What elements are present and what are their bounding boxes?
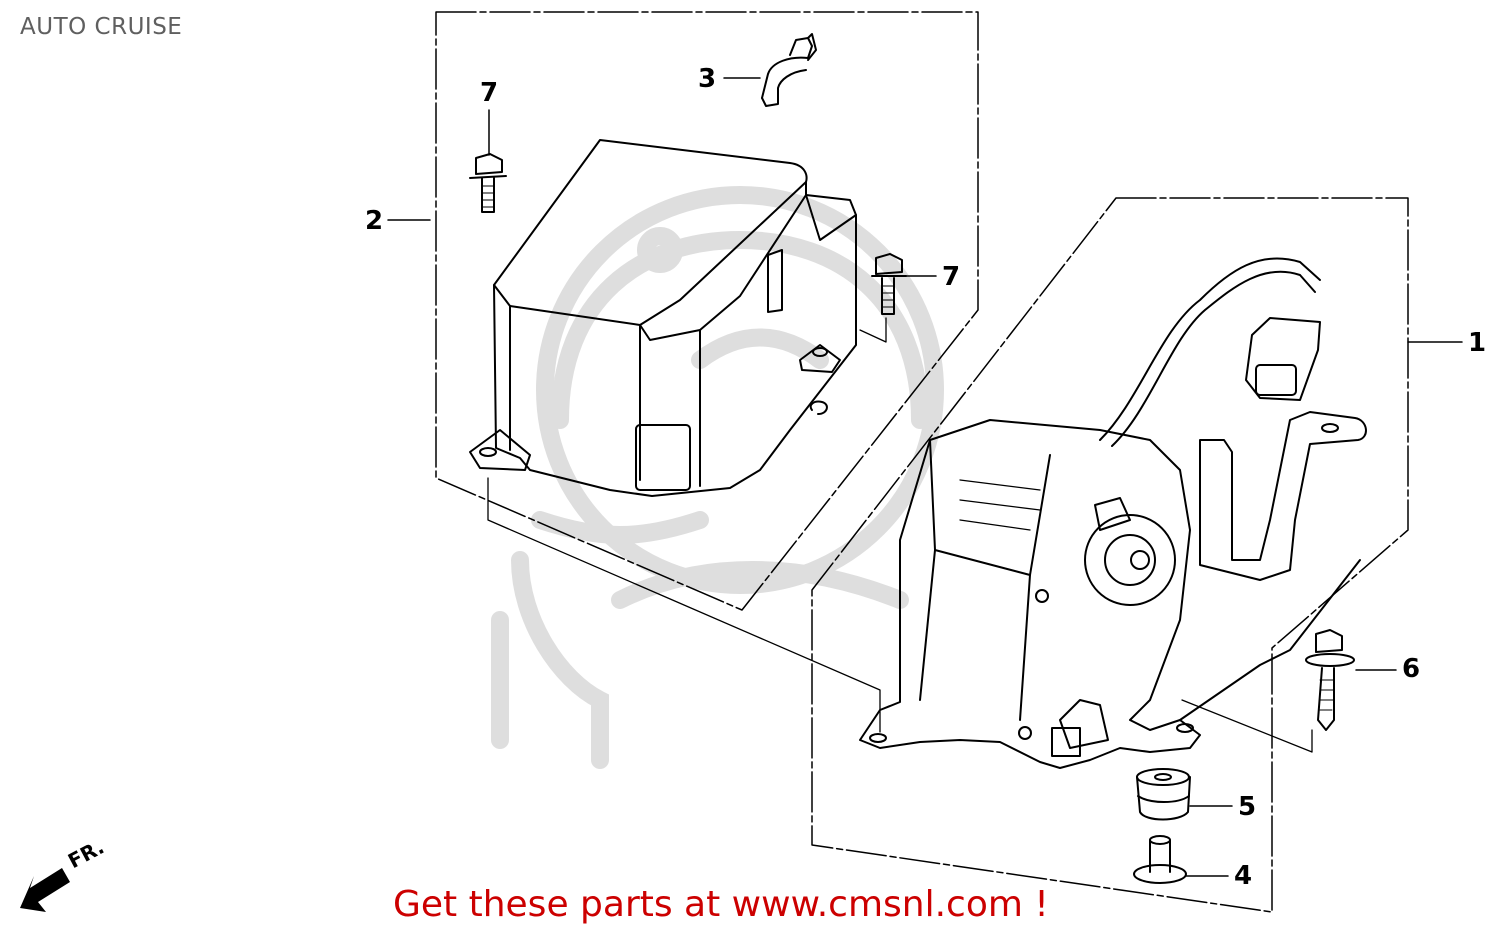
callout-leaders bbox=[387, 77, 1463, 877]
callout-7-right[interactable]: 7 bbox=[942, 262, 961, 292]
callout-7-upper[interactable]: 7 bbox=[480, 78, 499, 108]
part-5-rubber-mount bbox=[1136, 768, 1191, 821]
part-6-bolt bbox=[1305, 629, 1355, 731]
part-7-bolt-right bbox=[871, 253, 907, 315]
cta-link[interactable]: Get these parts at www.cmsnl.com ! bbox=[393, 884, 1049, 925]
callout-6[interactable]: 6 bbox=[1402, 654, 1421, 684]
front-arrow-icon bbox=[20, 868, 70, 912]
part-7-bolt-left bbox=[469, 153, 507, 213]
part-3-clip bbox=[761, 33, 817, 107]
callout-5[interactable]: 5 bbox=[1238, 792, 1257, 822]
part-2-cover bbox=[469, 139, 857, 497]
callout-1[interactable]: 1 bbox=[1468, 328, 1487, 358]
part-1-actuator bbox=[859, 257, 1367, 769]
part-4-collar bbox=[1133, 835, 1187, 884]
callout-3[interactable]: 3 bbox=[698, 64, 717, 94]
group-outline-part1 bbox=[811, 197, 1409, 913]
callout-4[interactable]: 4 bbox=[1234, 861, 1253, 891]
watermark-logo-icon bbox=[491, 186, 944, 769]
page-title: AUTO CRUISE bbox=[20, 14, 183, 40]
callout-2[interactable]: 2 bbox=[365, 206, 384, 236]
group-outline-part2 bbox=[435, 11, 979, 611]
